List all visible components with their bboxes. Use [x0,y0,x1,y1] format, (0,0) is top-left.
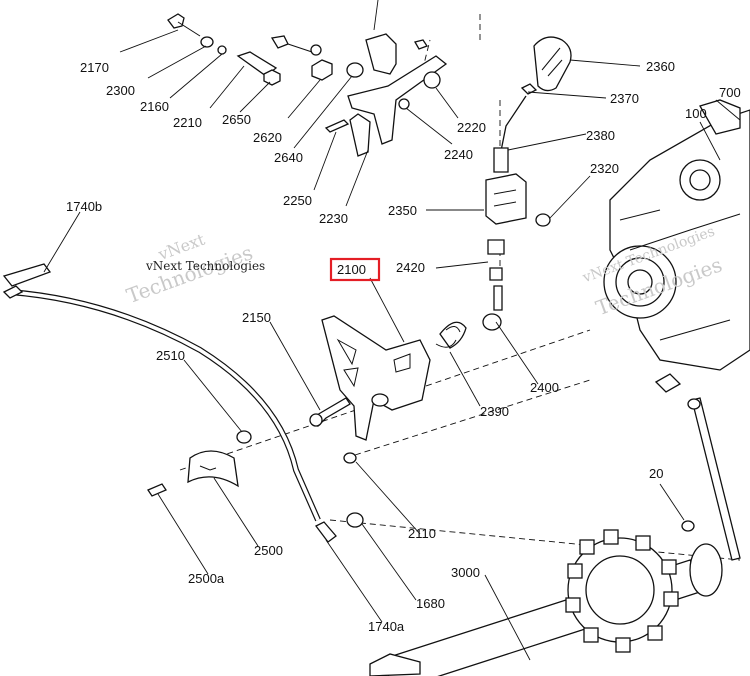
label-2370: 2370 [610,91,639,106]
label-1680: 1680 [416,596,445,611]
label-2500a: 2500a [188,571,225,586]
part-number-labels: 2170 2300 2160 2210 2650 2620 2640 2250 … [66,59,741,634]
label-2390: 2390 [480,404,509,419]
label-2230: 2230 [319,211,348,226]
label-2250: 2250 [283,193,312,208]
clip-2390 [435,321,467,349]
label-2400: 2400 [530,380,559,395]
transmission-housing-100 [603,99,750,393]
label-2620: 2620 [253,130,282,145]
cover-2500 [187,450,239,488]
label-2100: 2100 [337,262,366,277]
label-1740b: 1740b [66,199,102,214]
label-2170: 2170 [80,60,109,75]
shift-rod-20 [687,397,741,561]
bracket-2100 [321,315,431,441]
leader-lines [43,0,741,661]
highlight-box-2100 [329,257,381,282]
label-2150: 2150 [242,310,271,325]
label-2300: 2300 [106,83,135,98]
shift-cable-1740 [2,263,337,543]
shift-knob-assembly [482,36,572,331]
label-2510: 2510 [156,348,185,363]
label-700: 700 [719,85,741,100]
label-2160: 2160 [140,99,169,114]
label-2360: 2360 [646,59,675,74]
gear-shaft-3000 [369,529,723,676]
label-3000: 3000 [451,565,480,580]
label-20: 20 [649,466,663,481]
gear-teeth [565,529,679,653]
label-2320: 2320 [590,161,619,176]
label-2240: 2240 [444,147,473,162]
label-1740a: 1740a [368,619,405,634]
label-2650: 2650 [222,112,251,127]
label-2420: 2420 [396,260,425,275]
label-2210: 2210 [173,115,202,130]
label-2640: 2640 [274,150,303,165]
label-100: 100 [685,106,707,121]
label-2500: 2500 [254,543,283,558]
label-2220: 2220 [457,120,486,135]
label-2380: 2380 [586,128,615,143]
watermark-line2: vNext Technologies [145,259,265,273]
label-2110: 2110 [408,526,436,541]
label-2350: 2350 [388,203,417,218]
fasteners [147,397,695,532]
shift-linkage-parts [167,13,448,157]
